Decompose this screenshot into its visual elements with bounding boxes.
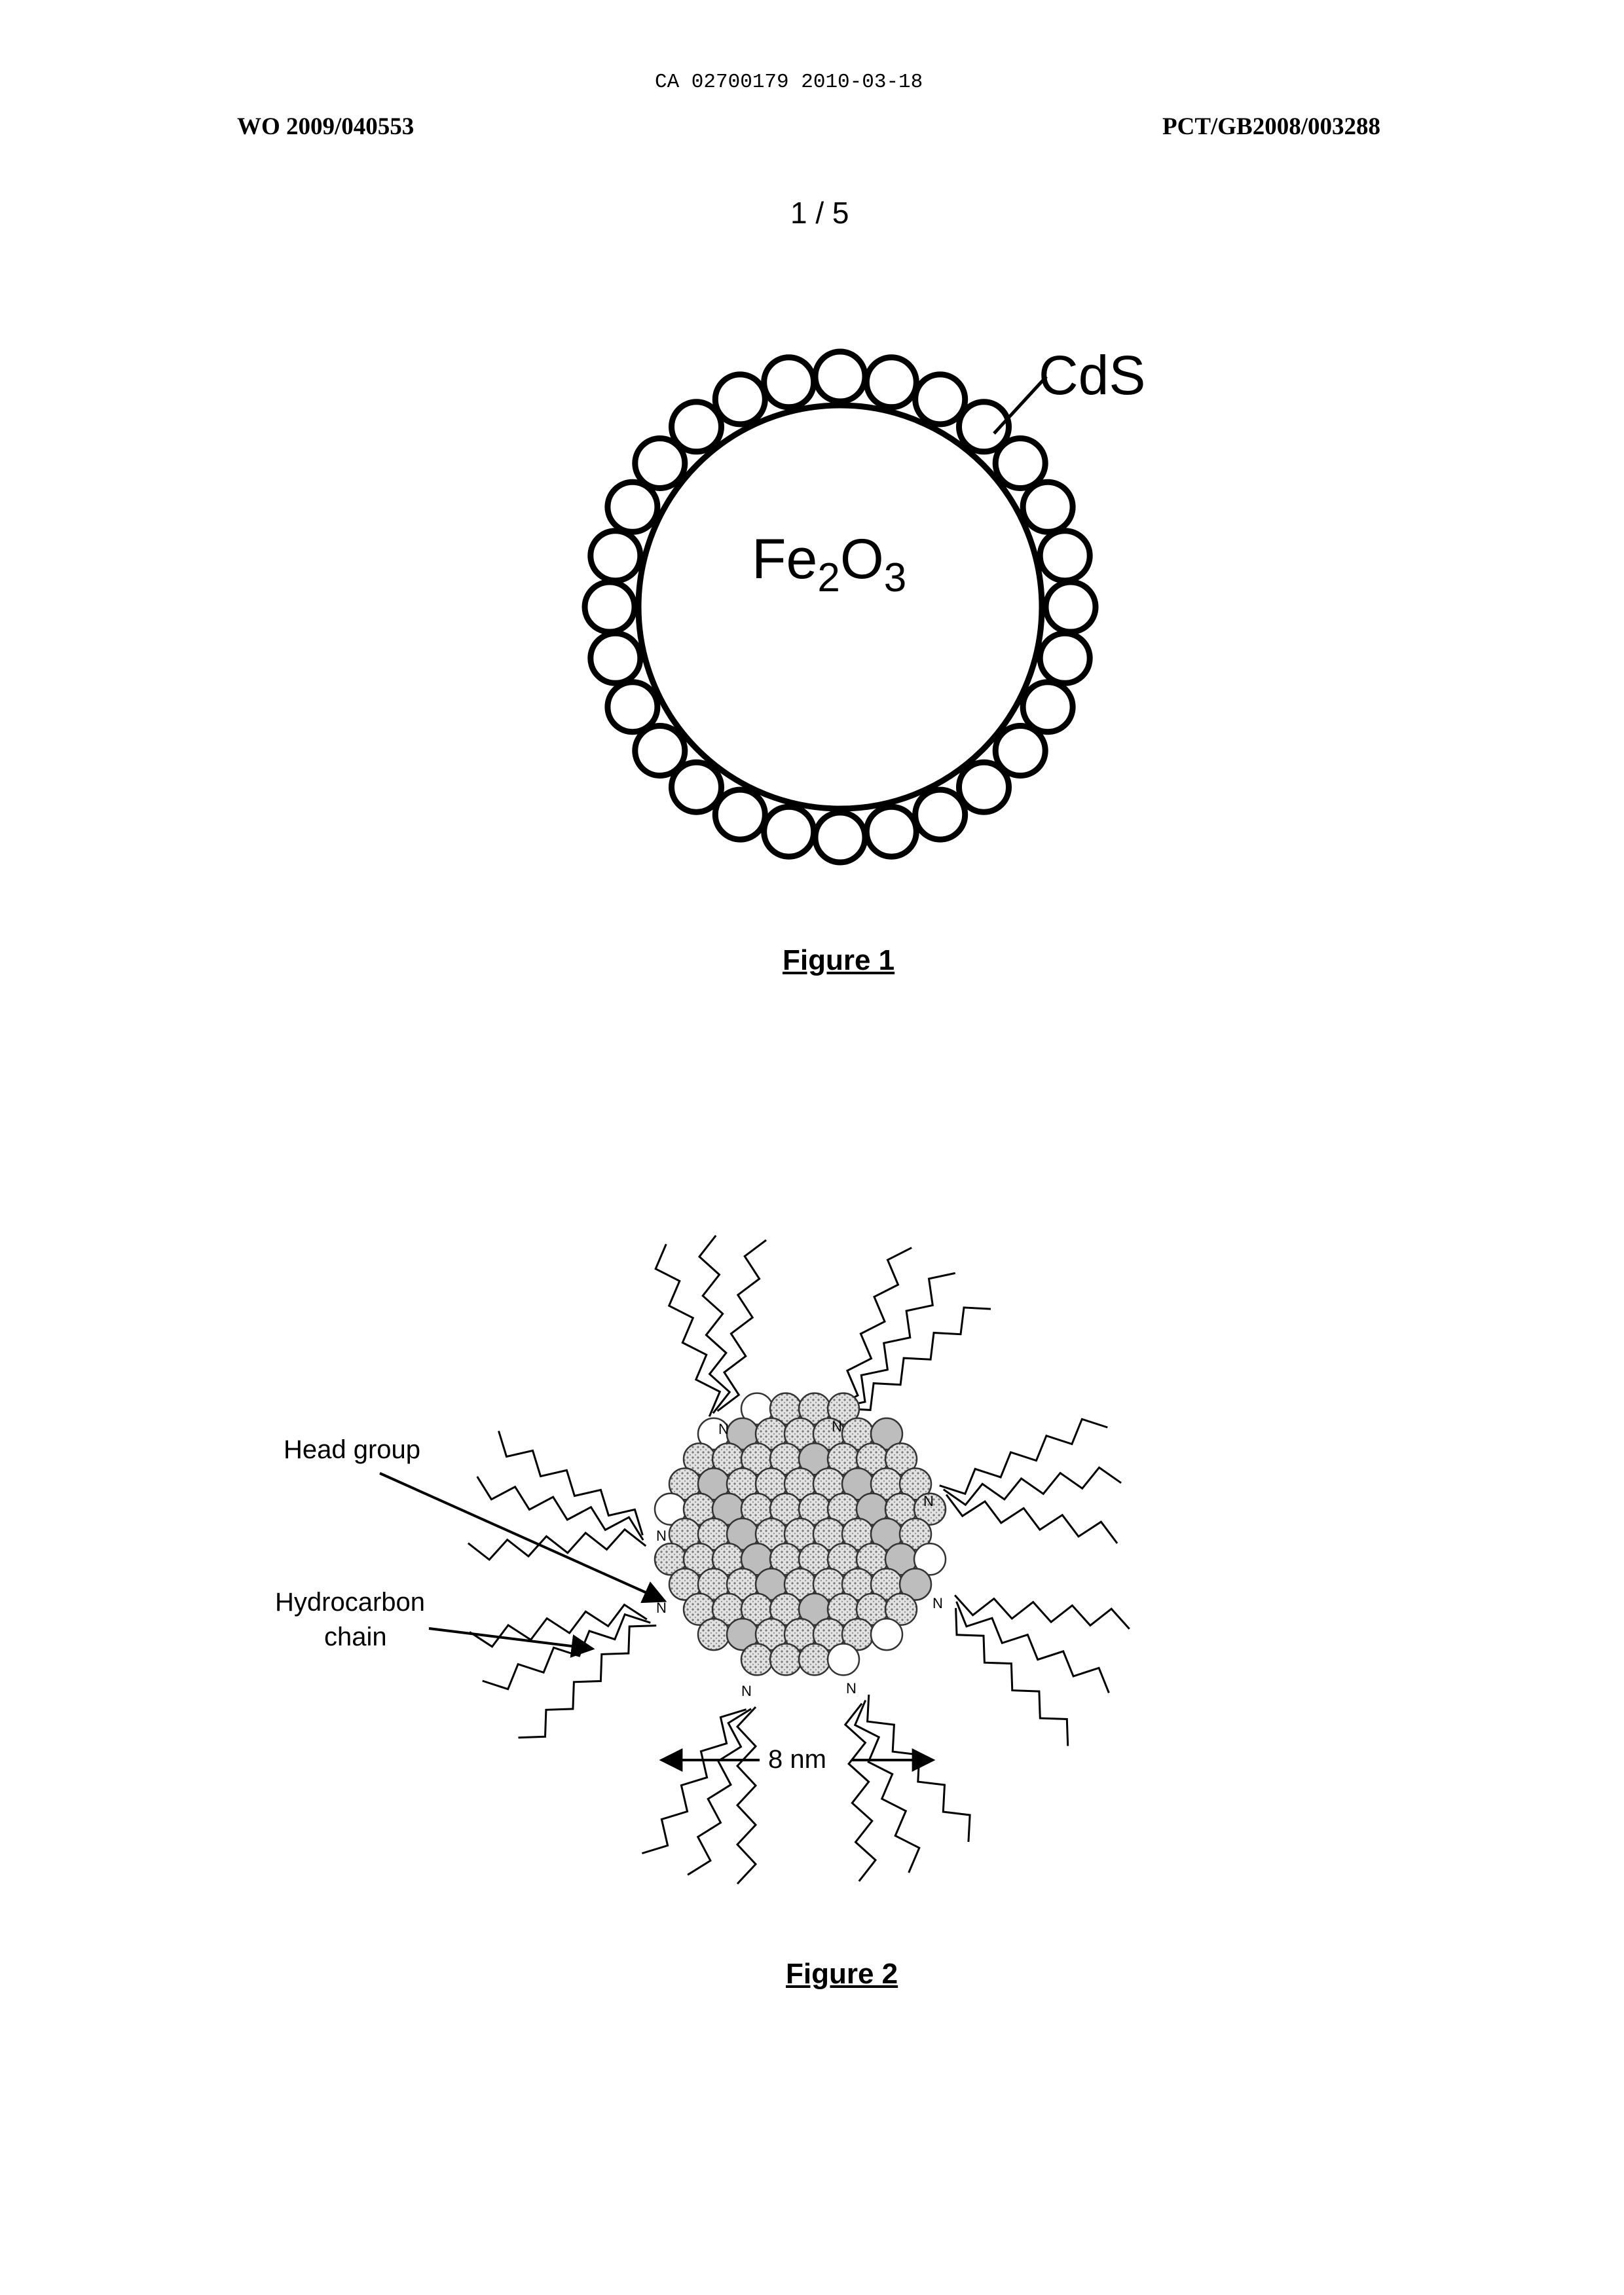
hydrocarbon-chain [946,1495,1117,1543]
hydrocarbon-label-line1: Hydrocarbon [275,1588,425,1617]
nitrogen-atom-label: N [656,1528,667,1544]
nitrogen-atom-label: N [656,1600,667,1616]
head-group-label: Head group [284,1435,420,1464]
hydrocarbon-chain [718,1240,766,1411]
scale-label: 8 nm [768,1745,826,1774]
hydrocarbon-chain [955,1595,1130,1629]
hydrocarbon-chain [499,1431,643,1535]
hydrocarbon-chain [845,1704,876,1881]
hydrocarbon-label-line2: chain [324,1623,387,1651]
nitrogen-atom-label: N [846,1680,857,1697]
hydrocarbon-chain [477,1477,644,1540]
core-atom [698,1619,729,1650]
hydrocarbon-chain [839,1273,955,1407]
hydrocarbon-chain [944,1467,1121,1505]
nitrogen-atom-label: N [741,1683,752,1699]
head-group-arrow [380,1473,665,1601]
core-atom [741,1643,773,1675]
hydrocarbon-chain [737,1707,756,1884]
hydrocarbon-chain [468,1530,646,1560]
core-atom [770,1643,802,1675]
hydrocarbon-chain [699,1236,729,1413]
hydrocarbon-chain [642,1710,746,1854]
core-atom [828,1643,859,1675]
hydrocarbon-chain [956,1608,1068,1746]
hydrocarbon-chain [940,1419,1108,1494]
figure-2-caption: Figure 2 [786,1958,898,1991]
nitrogen-atom-label: N [932,1595,943,1611]
nitrogen-atom-label: N [923,1493,934,1509]
nitrogen-atom-label: N [718,1421,729,1437]
nanoparticle-core [655,1393,946,1676]
nitrogen-atom-label: N [832,1418,842,1435]
core-atom [871,1619,902,1650]
hydrocarbon-chain [957,1602,1109,1693]
core-atom [799,1643,830,1675]
hydrocarbon-chain [843,1308,991,1410]
